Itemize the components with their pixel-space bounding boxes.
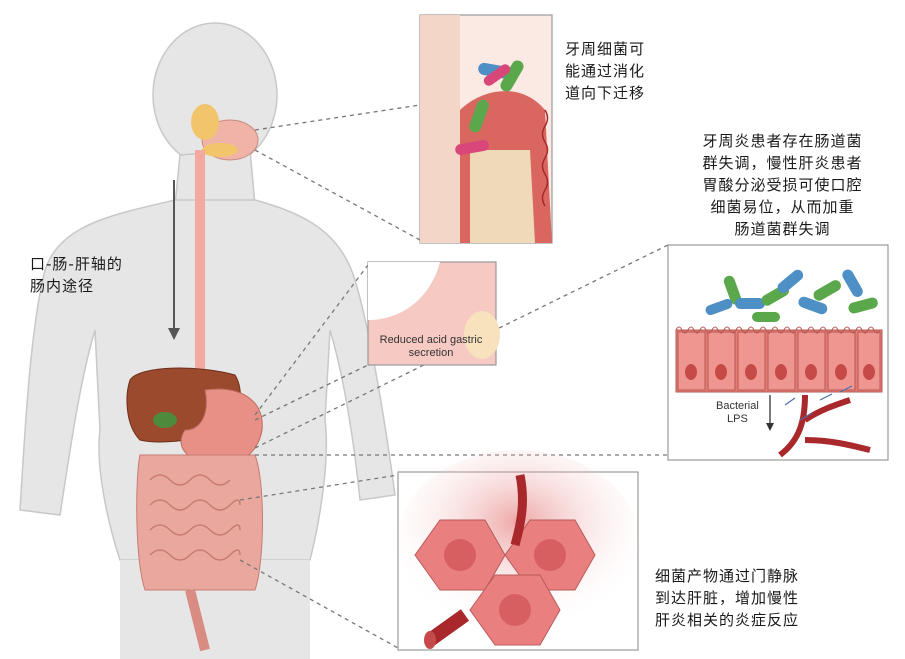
label-line: 口-肠-肝轴的 xyxy=(30,253,123,275)
panel-oral-closeup xyxy=(420,15,552,243)
label-line: secretion xyxy=(372,347,490,360)
gallbladder xyxy=(153,412,177,428)
label-line: 肝炎相关的炎症反应 xyxy=(655,609,799,631)
label-line: LPS xyxy=(716,413,759,426)
label-reduced-acid: Reduced acid gastric secretion xyxy=(372,334,490,360)
label-line: 细菌易位，从而加重 xyxy=(680,196,885,218)
label-line: 牙周炎患者存在肠道菌 xyxy=(680,130,885,152)
label-line: Bacterial xyxy=(716,400,759,413)
label-liver-inflammation: 细菌产物通过门静脉 到达肝脏，增加慢性 肝炎相关的炎症反应 xyxy=(655,565,799,631)
label-line: 牙周细菌可 xyxy=(565,38,645,60)
label-line: 肠道菌群失调 xyxy=(680,218,885,240)
label-line: 到达肝脏，增加慢性 xyxy=(655,587,799,609)
label-line: 能通过消化 xyxy=(565,60,645,82)
label-line: Reduced acid gastric xyxy=(372,334,490,347)
label-dysbiosis: 牙周炎患者存在肠道菌 群失调，慢性肝炎患者 胃酸分泌受损可使口腔 细菌易位，从而… xyxy=(680,130,885,240)
label-line: 肠内途径 xyxy=(30,275,123,297)
label-line: 细菌产物通过门静脉 xyxy=(655,565,799,587)
label-periodontal-migration: 牙周细菌可 能通过消化 道向下迁移 xyxy=(565,38,645,104)
label-line: 道向下迁移 xyxy=(565,82,645,104)
label-axis-pathway: 口-肠-肝轴的 肠内途径 xyxy=(30,253,123,297)
label-line: 群失调，慢性肝炎患者 xyxy=(680,152,885,174)
esophagus xyxy=(195,150,205,390)
label-bacterial-lps: Bacterial LPS xyxy=(716,400,759,426)
label-line: 胃酸分泌受损可使口腔 xyxy=(680,174,885,196)
panel-liver-hepatocytes xyxy=(398,450,638,650)
panel-intestinal-epithelium xyxy=(668,245,888,460)
